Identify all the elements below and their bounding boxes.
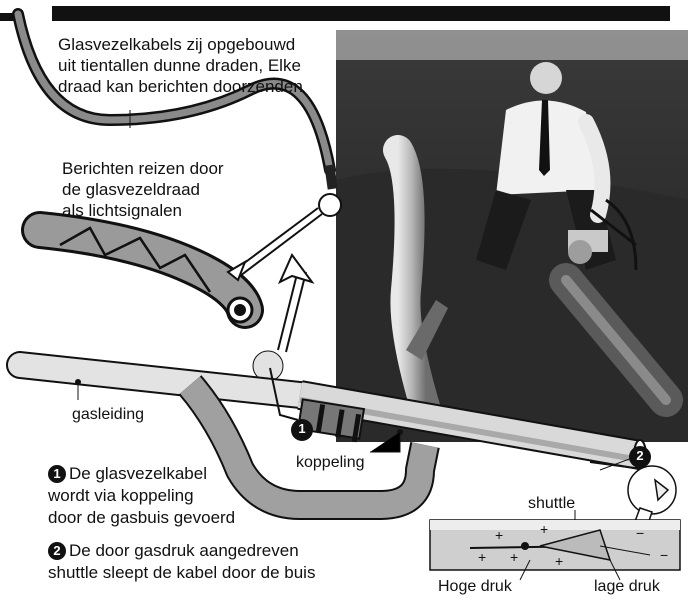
step-number-badge-icon: 1 (48, 465, 66, 483)
shuttle-label: shuttle (528, 495, 576, 512)
svg-text:−: − (636, 525, 644, 541)
arrow-icon (277, 253, 315, 285)
gas-pipe-label: gasleiding (72, 406, 145, 423)
signals-line-3: als lichtsignalen (62, 201, 183, 220)
badge-2-label: 2 (636, 448, 644, 463)
step-number-badge-icon: 2 (48, 542, 66, 560)
step1-line-3: door de gasbuis gevoerd (48, 508, 236, 527)
step2-line-2: shuttle sleept de kabel door de buis (48, 563, 316, 582)
step-number-badge-icon (291, 419, 313, 441)
coupling-part (296, 398, 366, 440)
header-black-rule (52, 6, 670, 21)
header-bar (0, 0, 690, 22)
coupling-label: koppeling (296, 454, 365, 471)
intro-line-3: draad kan berichten doorzenden (58, 77, 303, 96)
cable-end (324, 164, 338, 190)
low-pressure-label: lage druk (594, 578, 660, 595)
intro-line-2: uit tientallen dunne draden, Elke (58, 56, 301, 75)
arrow-icon (234, 207, 319, 271)
step-number-badge-icon (629, 446, 651, 468)
svg-text:+: + (478, 549, 486, 565)
light-signal-zigzag (59, 226, 212, 293)
step1-line-2: wordt via koppeling (48, 486, 194, 505)
svg-text:+: + (495, 527, 503, 543)
svg-text:+: + (540, 521, 548, 537)
signals-line-2: de glasvezeldraad (62, 180, 200, 199)
svg-text:+: + (510, 549, 518, 565)
svg-text:−: − (660, 547, 668, 563)
badge-1-label: 1 (298, 421, 306, 436)
intro-line-1: Glasvezelkabels zij opgebouwd (58, 35, 296, 54)
header-notch (0, 13, 16, 21)
high-pressure-label: Hoge druk (438, 578, 512, 595)
svg-text:+: + (555, 553, 563, 569)
magnifier-circle-icon (318, 193, 342, 217)
shuttle-icon (539, 529, 612, 561)
signals-line-1: Berichten reizen door (62, 159, 224, 178)
photo-man-with-pipe (336, 30, 688, 442)
